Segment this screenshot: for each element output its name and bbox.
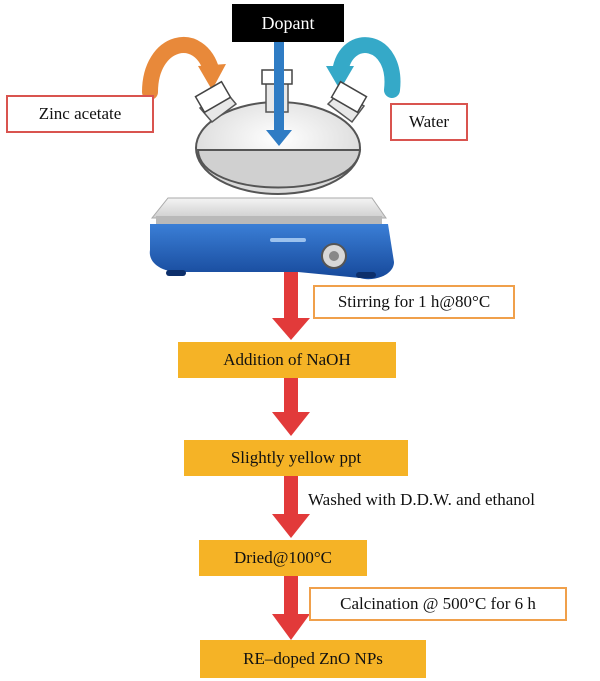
three-neck-flask bbox=[194, 69, 368, 195]
step-dried: Dried@100°C bbox=[199, 540, 367, 576]
flow-arrow-1 bbox=[272, 272, 310, 340]
water-label: Water bbox=[390, 103, 468, 141]
dopant-inlet-arrow bbox=[266, 42, 292, 146]
dopant-label: Dopant bbox=[232, 4, 344, 42]
flow-arrow-4 bbox=[272, 576, 310, 640]
magnetic-stirrer bbox=[149, 197, 394, 280]
flow-arrow-3 bbox=[272, 474, 310, 538]
step-addition-naoh: Addition of NaOH bbox=[178, 342, 396, 378]
zinc-acetate-inlet-arrow bbox=[142, 37, 226, 100]
step-final-product: RE–doped ZnO NPs bbox=[200, 640, 426, 678]
step-yellow-ppt: Slightly yellow ppt bbox=[184, 440, 408, 476]
condition-stirring: Stirring for 1 h@80°C bbox=[313, 285, 515, 319]
condition-washing: Washed with D.D.W. and ethanol bbox=[308, 490, 535, 509]
flow-arrow-2 bbox=[272, 378, 310, 436]
zinc-acetate-label: Zinc acetate bbox=[6, 95, 154, 133]
water-inlet-arrow bbox=[326, 37, 401, 98]
condition-calcination: Calcination @ 500°C for 6 h bbox=[309, 587, 567, 621]
